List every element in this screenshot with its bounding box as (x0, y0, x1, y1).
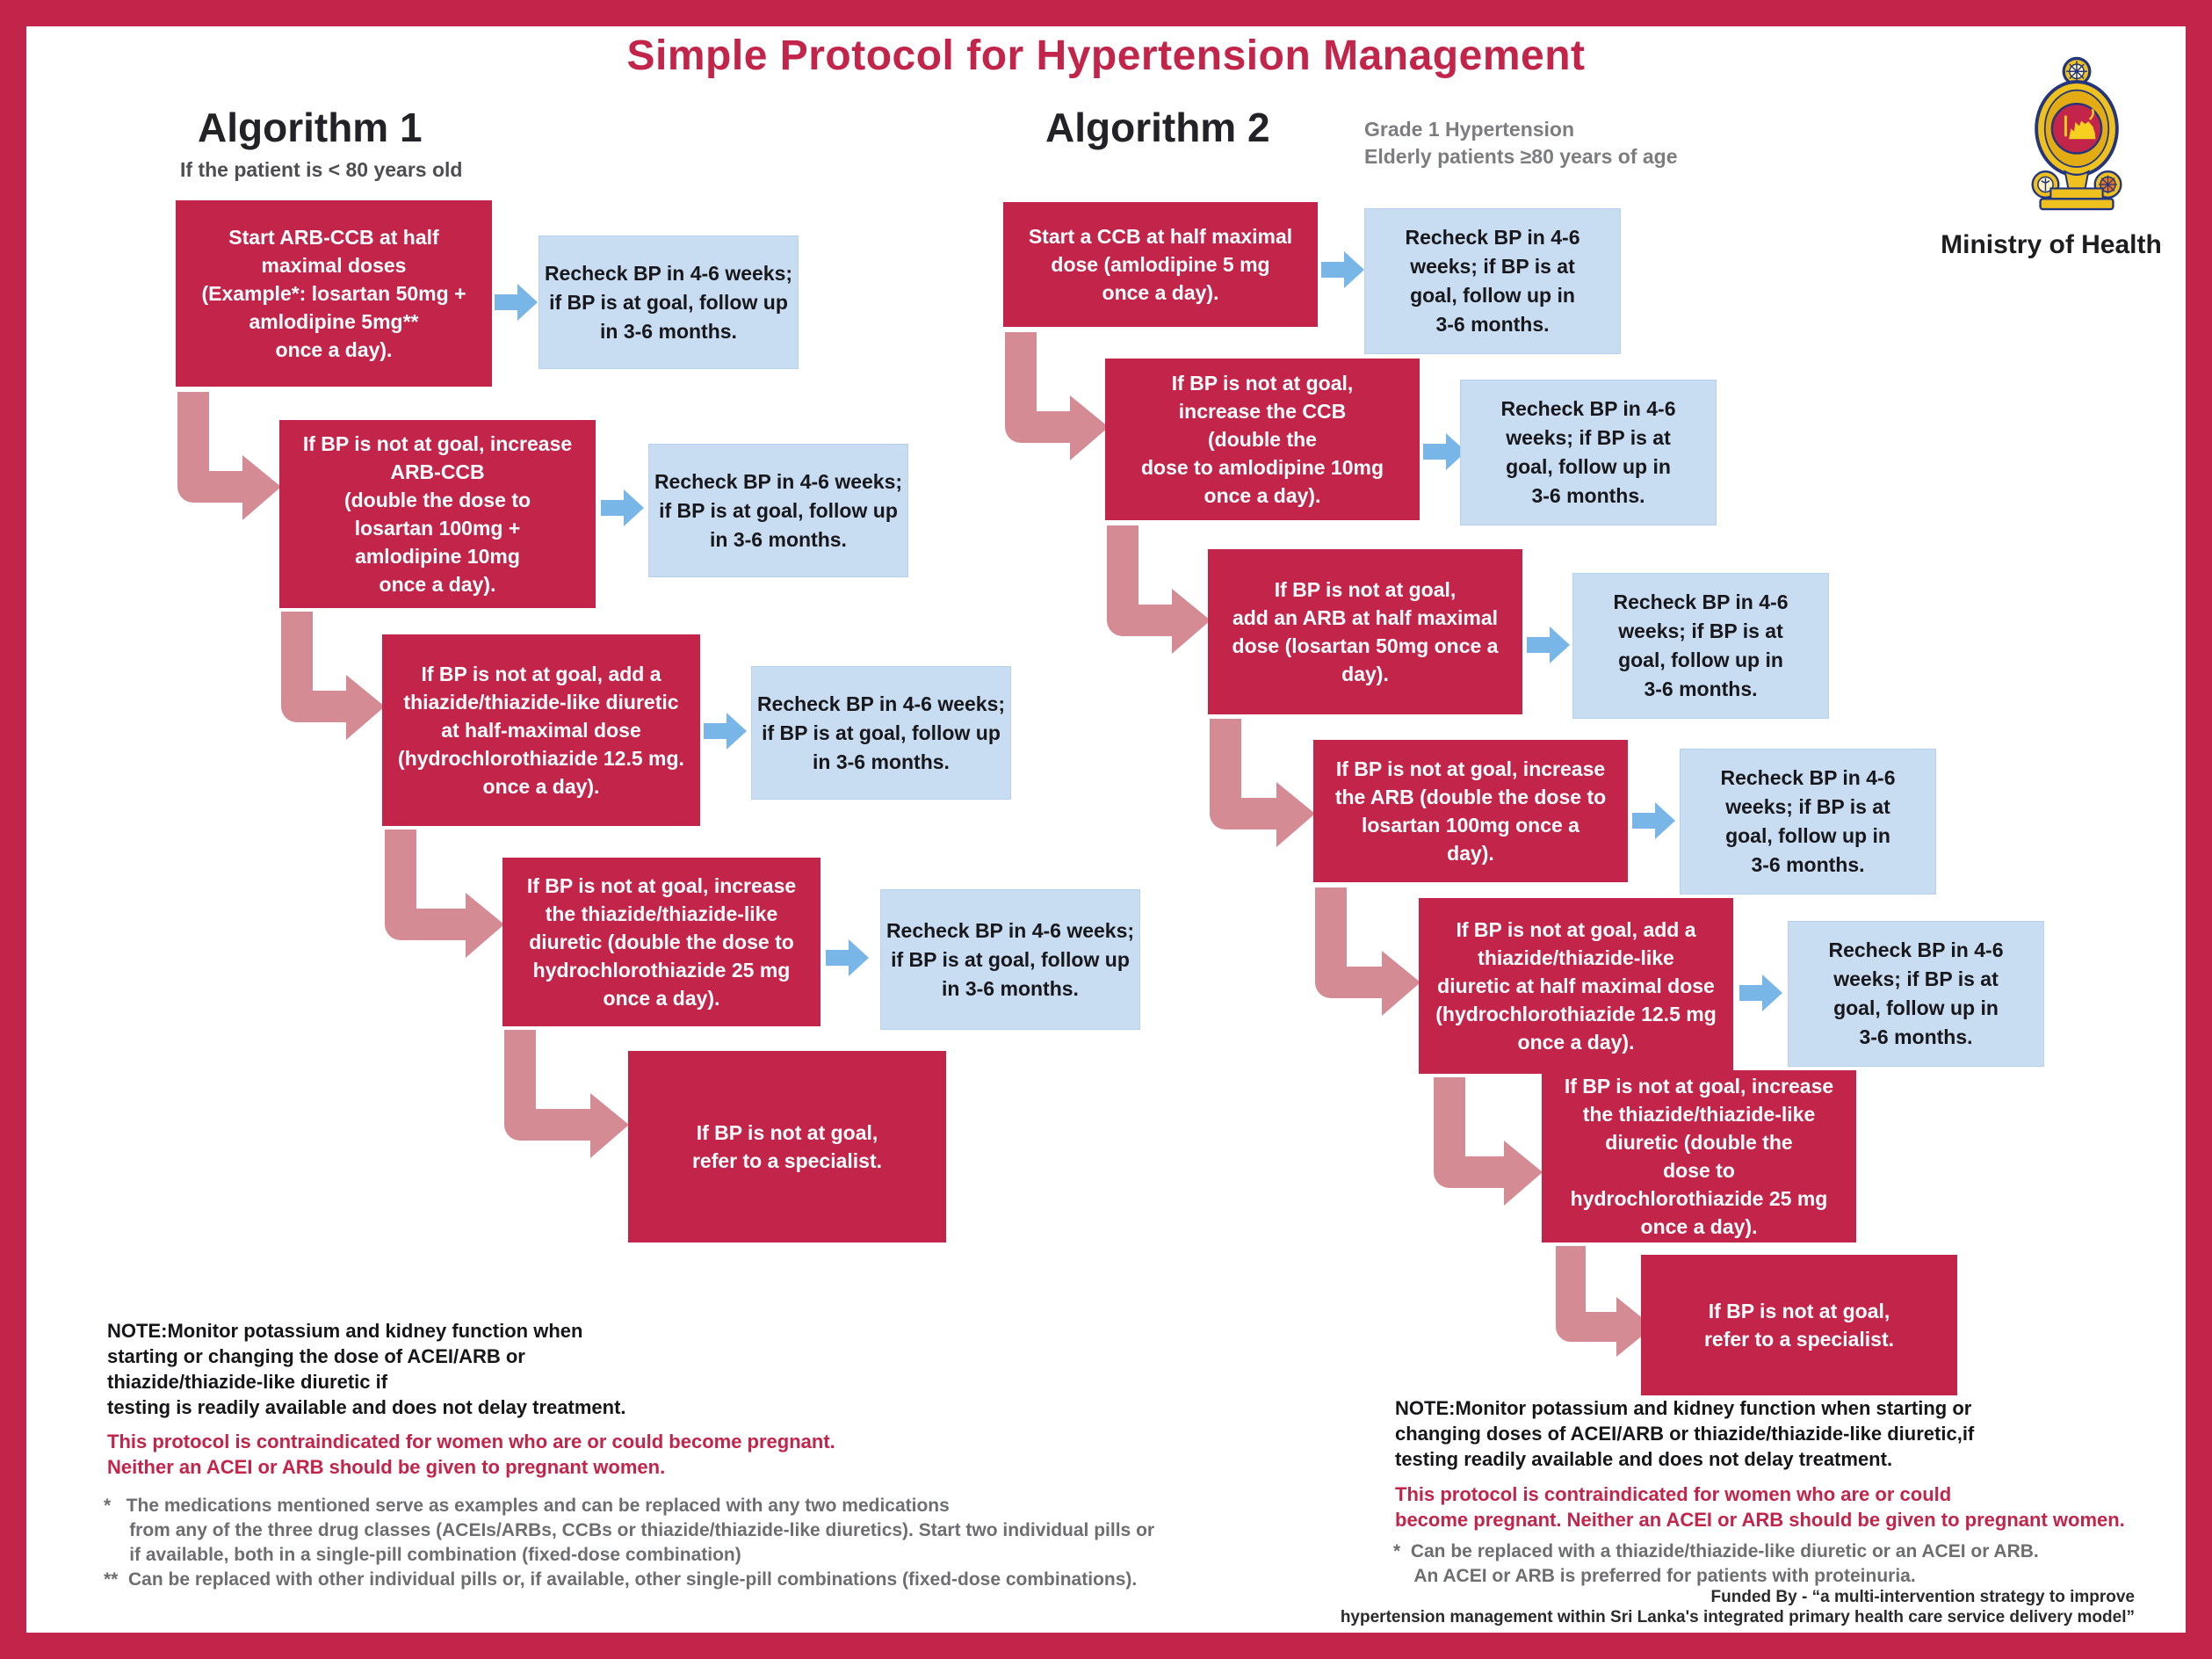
frame-bottom (0, 1633, 2212, 1659)
frame-top (0, 0, 2212, 26)
frame-left (0, 0, 26, 1659)
alg2-step1-box: Start a CCB at half maximal dose (amlodi… (1003, 202, 1318, 327)
note-left: NOTE:Monitor potassium and kidney functi… (107, 1320, 626, 1418)
alg1-recheck2-box: Recheck BP in 4-6 weeks; if BP is at goa… (648, 444, 908, 577)
alg1-recheck1-box: Recheck BP in 4-6 weeks; if BP is at goa… (539, 235, 799, 369)
ministry-of-health-label: Ministry of Health (1941, 230, 2162, 259)
elbow-arrow-icon (1107, 525, 1211, 654)
warning-left: This protocol is contraindicated for wom… (107, 1431, 835, 1478)
sri-lanka-emblem-logo (2031, 56, 2122, 211)
right-arrow-icon (1739, 974, 1782, 1011)
warning-right: This protocol is contraindicated for wom… (1395, 1483, 2125, 1531)
right-arrow-icon (1527, 627, 1570, 663)
alg2-recheck3-box: Recheck BP in 4-6 weeks; if BP is at goa… (1572, 573, 1829, 719)
elbow-arrow-icon (1315, 887, 1420, 1016)
algorithm2-subheading: Grade 1 Hypertension Elderly patients ≥8… (1364, 118, 1678, 168)
elbow-arrow-icon (1556, 1246, 1653, 1357)
elbow-arrow-icon (504, 1030, 629, 1158)
right-arrow-icon (1632, 802, 1675, 839)
alg2-recheck1-box: Recheck BP in 4-6 weeks; if BP is at goa… (1364, 208, 1621, 354)
alg2-step2-box: If BP is not at goal, increase the CCB (… (1105, 359, 1420, 520)
algorithm2-heading: Algorithm 2 (1045, 105, 1270, 150)
right-arrow-icon (1423, 433, 1466, 470)
alg1-step2-box: If BP is not at goal, increase ARB-CCB (… (279, 420, 596, 608)
alg1-recheck4-box: Recheck BP in 4-6 weeks; if BP is at goa… (880, 889, 1140, 1030)
right-arrow-icon (704, 713, 747, 750)
note-right: NOTE:Monitor potassium and kidney functi… (1395, 1397, 1975, 1470)
alg2-step3-box: If BP is not at goal, add an ARB at half… (1208, 549, 1522, 714)
footnotes-left: * The medications mentioned serve as exa… (104, 1496, 1155, 1590)
algorithm1-subheading: If the patient is < 80 years old (180, 158, 463, 181)
right-arrow-icon (601, 489, 644, 526)
elbow-arrow-icon (1434, 1077, 1543, 1206)
alg1-step1-box: Start ARB-CCB at half maximal doses (Exa… (176, 200, 492, 387)
elbow-arrow-icon (385, 830, 504, 958)
elbow-arrow-icon (1210, 719, 1315, 847)
alg2-recheck5-box: Recheck BP in 4-6 weeks; if BP is at goa… (1788, 921, 2044, 1067)
page-title: Simple Protocol for Hypertension Managem… (626, 33, 1586, 79)
right-arrow-icon (1321, 251, 1364, 288)
funded-by-credit: Funded By - “a multi-intervention strate… (1340, 1588, 2135, 1626)
right-arrow-icon (826, 939, 869, 976)
alg2-recheck4-box: Recheck BP in 4-6 weeks; if BP is at goa… (1680, 749, 1936, 895)
footnotes-right: * Can be replaced with a thiazide/thiazi… (1393, 1541, 2039, 1586)
alg2-step4-box: If BP is not at goal, increase the ARB (… (1313, 740, 1628, 882)
right-arrow-icon (495, 284, 538, 321)
alg2-step5-box: If BP is not at goal, add a thiazide/thi… (1419, 898, 1733, 1074)
alg1-step4-box: If BP is not at goal, increase the thiaz… (502, 858, 820, 1026)
alg1-recheck3-box: Recheck BP in 4-6 weeks; if BP is at goa… (751, 666, 1011, 800)
elbow-arrow-icon (177, 392, 281, 520)
alg2-recheck2-box: Recheck BP in 4-6 weeks; if BP is at goa… (1460, 380, 1717, 525)
elbow-arrow-icon (1005, 332, 1109, 460)
elbow-arrow-icon (281, 612, 385, 740)
alg1-step3-box: If BP is not at goal, add a thiazide/thi… (382, 634, 700, 826)
alg2-step6-box: If BP is not at goal, increase the thiaz… (1542, 1070, 1856, 1242)
algorithm1-heading: Algorithm 1 (198, 105, 423, 150)
frame-right (2186, 0, 2212, 1659)
alg2-specialist-box: If BP is not at goal, refer to a special… (1641, 1255, 1957, 1395)
alg1-specialist-box: If BP is not at goal, refer to a special… (628, 1051, 946, 1242)
